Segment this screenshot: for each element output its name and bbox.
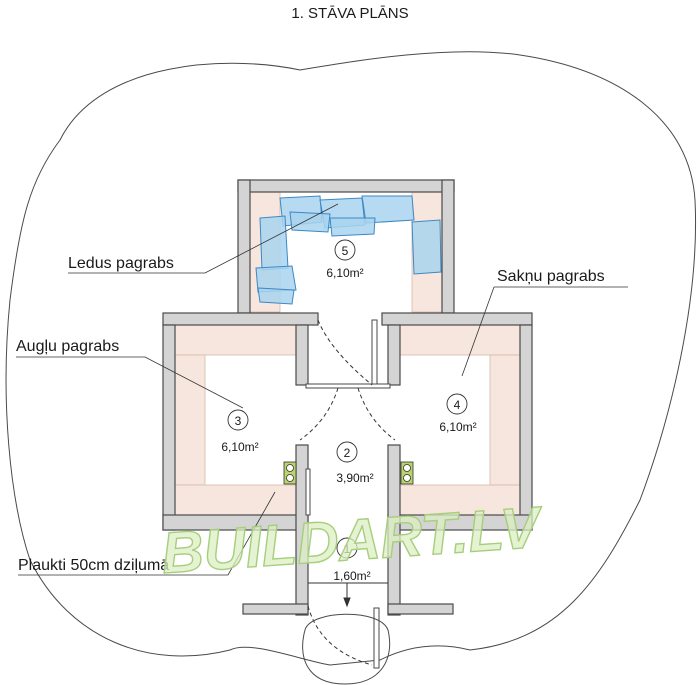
room-4-area: 6,10m² xyxy=(439,420,476,434)
room-1-number: 1 xyxy=(344,542,351,556)
room-1-area: 1,60m² xyxy=(333,569,370,583)
plan-title: 1. STĀVA PLĀNS xyxy=(291,5,408,22)
door-swings xyxy=(299,319,396,666)
ice-blocks xyxy=(255,195,442,305)
room-5-area: 6,10m² xyxy=(326,266,363,280)
walls xyxy=(162,179,533,616)
dimension-arrow xyxy=(308,582,388,608)
room-2-area: 3,90m² xyxy=(336,471,373,485)
room-3-area: 6,10m² xyxy=(221,440,258,454)
room-3-number: 3 xyxy=(235,414,242,428)
room-3-marker: 3 6,10m² xyxy=(221,409,259,454)
room-4-number: 4 xyxy=(454,398,461,412)
room-5-number: 5 xyxy=(342,244,349,258)
shelves-label: Plaukti 50cm dziļumā xyxy=(18,557,169,574)
entrance-step xyxy=(302,613,391,685)
fruit-cellar-label: Augļu pagrabs xyxy=(16,338,119,355)
room-5-marker: 5 6,10m² xyxy=(326,239,364,280)
vent-icon xyxy=(283,461,414,485)
room-2-number: 2 xyxy=(344,446,351,460)
leader-lines xyxy=(16,203,628,576)
room-2-marker: 2 3,90m² xyxy=(336,441,374,485)
terrain-outline xyxy=(5,51,697,666)
ice-cellar-label: Ledus pagrabs xyxy=(68,255,174,272)
room-4-marker: 4 6,10m² xyxy=(439,393,477,434)
room-1-marker: 1 1,60m² xyxy=(333,537,371,583)
doors xyxy=(305,319,391,669)
root-cellar-label: Sakņu pagrabs xyxy=(497,268,605,285)
